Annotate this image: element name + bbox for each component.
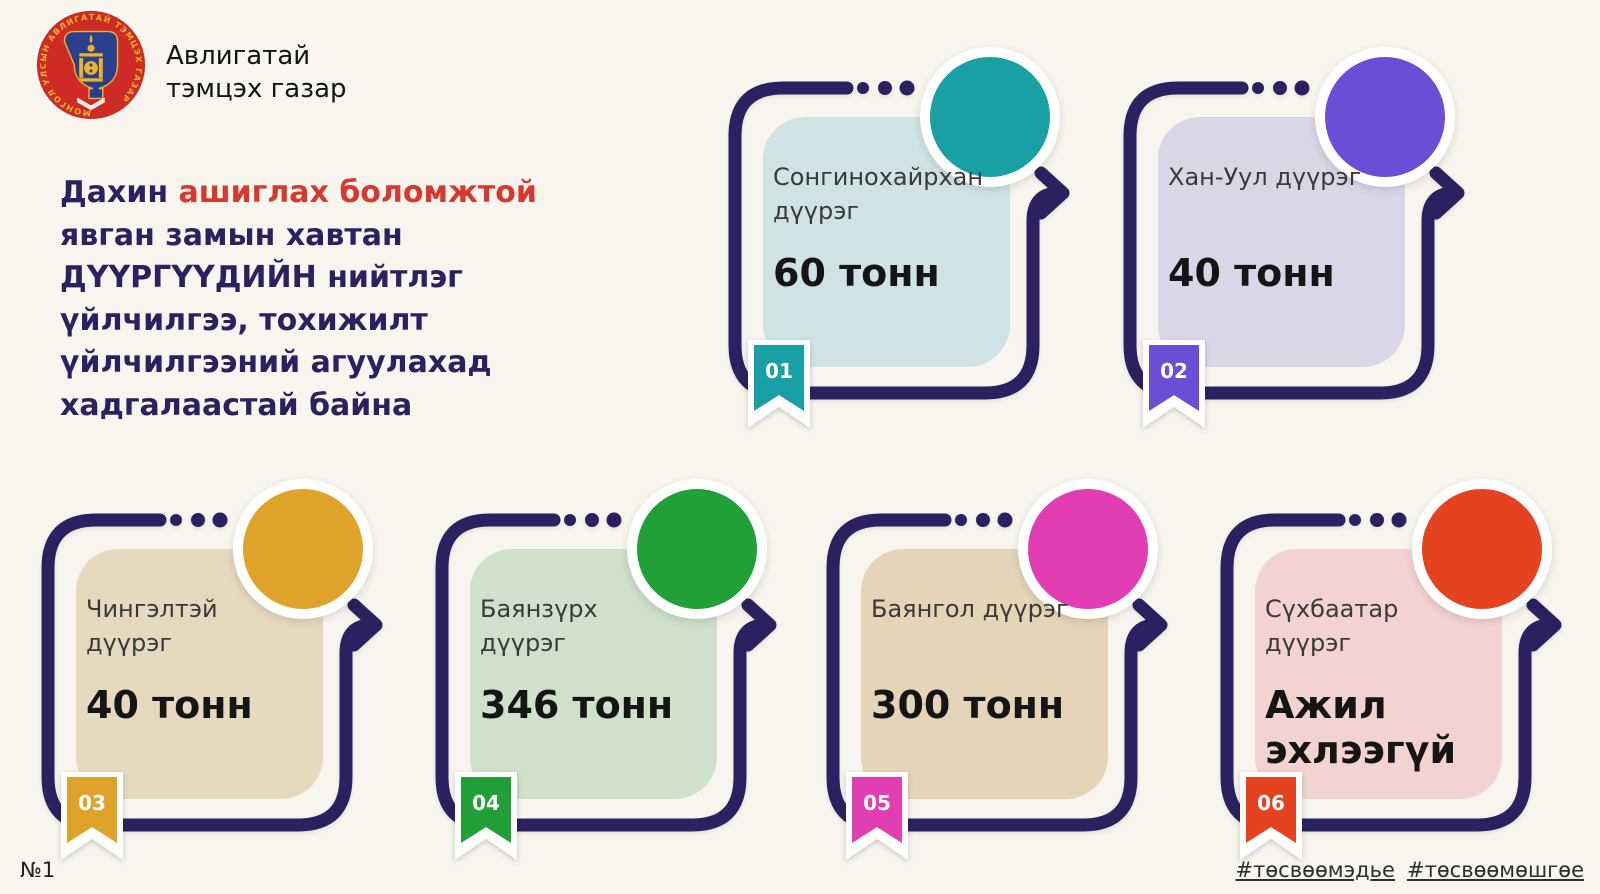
org-name: Авлигатай тэмцэх газар — [166, 41, 347, 104]
accent-circle-icon — [1315, 47, 1455, 187]
district-name: Сонгинохайрхан дүүрэг — [773, 163, 984, 225]
footer-hashtags: #төсвөөмэдье #төсвөөмөшгөе — [1236, 858, 1585, 882]
district-name: Хан-Уул дүүрэг — [1168, 163, 1362, 191]
district-name: Баянгол дүүрэг — [871, 595, 1069, 623]
district-name: Баянзүрх дүүрэг — [480, 595, 598, 657]
district-value: 40 тонн — [86, 683, 253, 727]
card-number-badge: 03 — [61, 772, 123, 860]
district-card-bayangol: Баянгол дүүрэг 300 тонн 05 — [813, 477, 1173, 860]
title-part2: явган замын хавтан ДҮҮРГҮҮДИЙН нийтлэг ү… — [60, 217, 492, 423]
district-card-bayanzurkh: Баянзүрх дүүрэг 346 тонн 04 — [422, 477, 782, 860]
hashtag-link-2[interactable]: #төсвөөмөшгөе — [1406, 858, 1584, 882]
district-value: Ажил эхлээгүй — [1265, 683, 1457, 772]
badge-number: 04 — [461, 777, 511, 843]
accent-circle-icon — [1412, 479, 1552, 619]
district-name: Чингэлтэй дүүрэг — [86, 595, 218, 657]
title-highlight: ашиглах боломжтой — [178, 175, 537, 210]
district-name: Сүхбаатар дүүрэг — [1265, 595, 1399, 657]
district-value: 300 тонн — [871, 683, 1065, 727]
page-title: Дахин ашиглах боломжтой явган замын хавт… — [60, 172, 620, 428]
card-number-badge: 04 — [455, 772, 517, 860]
hashtag-link-1[interactable]: #төсвөөмэдье — [1235, 858, 1395, 882]
atg-emblem-logo: МОНГОЛ УЛСЫН АВЛИГАТАЙ ТЭМЦЭХ ГАЗАР — [32, 6, 150, 124]
card-number-badge: 02 — [1143, 340, 1205, 428]
accent-circle-icon — [1018, 479, 1158, 619]
district-value: 346 тонн — [480, 683, 674, 727]
district-value: 60 тонн — [773, 251, 940, 295]
district-card-songinokhairkhan: Сонгинохайрхан дүүрэг 60 тонн 01 — [715, 45, 1075, 428]
accent-circle-icon — [920, 47, 1060, 187]
title-part1: Дахин — [60, 175, 179, 210]
emblem-seal-icon: МОНГОЛ УЛСЫН АВЛИГАТАЙ ТЭМЦЭХ ГАЗАР — [33, 7, 149, 123]
district-value: 40 тонн — [1168, 251, 1335, 295]
district-card-sukhbaatar: Сүхбаатар дүүрэг Ажил эхлээгүй 06 — [1207, 477, 1567, 860]
page-number: №1 — [20, 858, 56, 882]
accent-circle-icon — [627, 479, 767, 619]
accent-circle-icon — [233, 479, 373, 619]
card-number-badge: 05 — [846, 772, 908, 860]
district-card-khan-uul: Хан-Уул дүүрэг 40 тонн 02 — [1110, 45, 1470, 428]
district-card-chingeltei: Чингэлтэй дүүрэг 40 тонн 03 — [28, 477, 388, 860]
card-number-badge: 01 — [748, 340, 810, 428]
card-number-badge: 06 — [1240, 772, 1302, 860]
